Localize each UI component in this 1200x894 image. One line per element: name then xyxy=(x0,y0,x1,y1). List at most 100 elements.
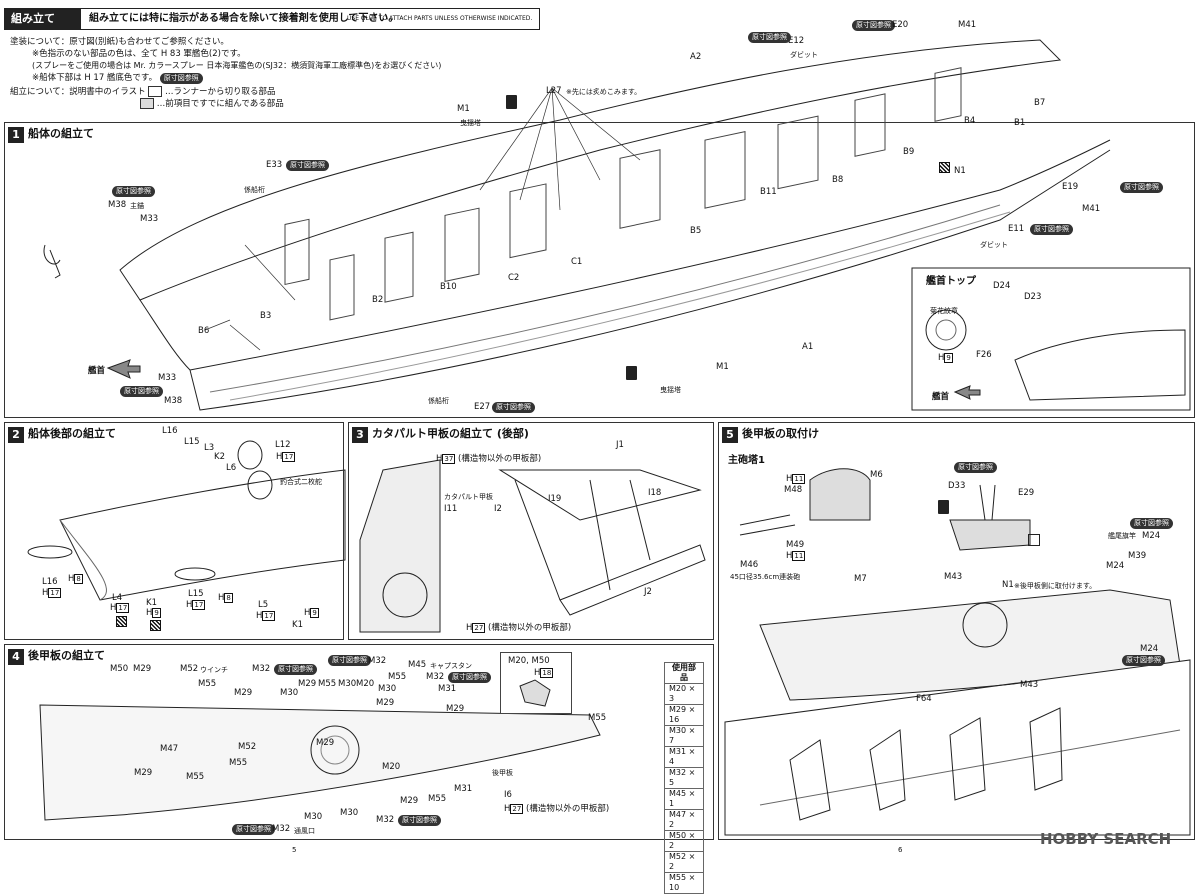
assembly-header-bar: 組み立て 組み立てには特に指示がある場合を除いて接着剤を使用して下さい。 USE… xyxy=(4,8,540,30)
label-k1-right: K1 xyxy=(292,620,303,630)
glue-instruction: 組み立てには特に指示がある場合を除いて接着剤を使用して下さい。 xyxy=(89,13,399,24)
hull-deck-outline xyxy=(119,39,1062,301)
legend-prebuilt: …前項目ですでに組んである部品 xyxy=(156,99,284,109)
hull-side-line xyxy=(189,139,1111,371)
label-l12: L12 xyxy=(275,440,291,450)
label-m55-e: M55 xyxy=(186,772,205,782)
watermark: HOBBY SEARCH xyxy=(1040,830,1172,848)
step-4-panel xyxy=(4,644,714,840)
label-m6: M6 xyxy=(870,470,883,480)
label-main-turret-1: 主砲塔1 xyxy=(728,455,765,466)
label-m29-c: M29 xyxy=(298,679,317,689)
label-l15-bottom: L15 xyxy=(188,589,204,599)
label-m55-b: M55 xyxy=(318,679,337,689)
label-m30-c: M30 xyxy=(378,684,397,694)
label-d33: D33 xyxy=(948,481,966,491)
parts-row: M32 × 5 xyxy=(664,767,704,789)
ref-m32-c: 原寸図参照 xyxy=(448,672,491,683)
label-m20-b: M20 xyxy=(382,762,401,772)
glue-icon-m1 xyxy=(506,95,517,109)
aft-deck-plan xyxy=(39,704,601,821)
label-vent: 通風口 xyxy=(294,827,315,835)
paint-line-4: ※船体下部は H 17 艦底色です。 xyxy=(32,73,158,83)
label-e20: E20 xyxy=(892,20,909,30)
label-b9: B9 xyxy=(903,147,915,157)
label-gun-note: 45口径35.6cm連装砲 xyxy=(730,573,801,581)
label-m1-bottom: M1 xyxy=(716,362,729,372)
label-m38-top: M38 xyxy=(108,200,127,210)
shaft-l16 xyxy=(27,545,73,559)
label-m50: M50 xyxy=(110,664,129,674)
label-l27-note: ※先には炙めこみます。 xyxy=(566,88,642,96)
label-m32-a: M32 xyxy=(252,664,271,674)
label-aft-deck: 後甲板 xyxy=(492,769,513,777)
label-winch: ウインチ xyxy=(200,666,228,674)
frame-b11 xyxy=(704,131,746,209)
label-k2: K2 xyxy=(214,452,225,462)
bow-arrow xyxy=(106,359,141,379)
label-n1: N1 xyxy=(954,166,966,176)
label-tow-top: 曳揺塔 xyxy=(460,119,481,127)
paint-line-3: (スプレーをご使用の場合は Mr. カラースプレー 日本海軍艦色の(SJ32：横… xyxy=(32,61,442,70)
label-m33-top: M33 xyxy=(140,214,159,224)
paint-ref-badge: 原寸図参照 xyxy=(159,73,203,84)
label-m31-a: M31 xyxy=(438,684,457,694)
label-e33: E33 xyxy=(266,160,283,170)
parts-row: M20 × 3 xyxy=(664,683,704,705)
label-m24-mid: M24 xyxy=(1106,561,1125,571)
ref-e11: 原寸図参照 xyxy=(1030,224,1073,235)
step-3-panel xyxy=(348,422,714,640)
frame-b9 xyxy=(854,93,886,157)
label-b1: B1 xyxy=(1014,118,1026,128)
label-d24: D24 xyxy=(993,281,1011,291)
ref-m38-bottom: 原寸図参照 xyxy=(120,386,163,397)
legend-runner: …ランナーから切り取る部品 xyxy=(164,87,276,97)
ref-m38: 原寸図参照 xyxy=(112,186,155,197)
label-i18: I18 xyxy=(648,488,662,498)
label-m41-right: M41 xyxy=(1082,204,1101,214)
label-m29-f: M29 xyxy=(316,738,335,748)
parts-row: M55 × 10 xyxy=(664,872,704,894)
label-l16-top: L16 xyxy=(162,426,178,436)
label-m29-a: M29 xyxy=(133,664,152,674)
ref-e29: 原寸図参照 xyxy=(954,462,997,473)
parts-row: M50 × 2 xyxy=(664,830,704,852)
label-b10: B10 xyxy=(440,282,457,292)
label-b11: B11 xyxy=(760,187,777,197)
page-number-left: 5 xyxy=(292,846,297,854)
label-m30-d: M30 xyxy=(304,812,323,822)
label-m55-f: M55 xyxy=(428,794,447,804)
label-bow-left: 艦首 xyxy=(88,366,106,376)
label-m29-e: M29 xyxy=(446,704,465,714)
label-m46: M46 xyxy=(740,560,759,570)
parts-row: M47 × 2 xyxy=(664,809,704,831)
label-m43-top: M43 xyxy=(944,572,963,582)
shaft-l15 xyxy=(174,567,216,581)
label-m52-a: M52 xyxy=(180,664,199,674)
catapult-rail-j2 xyxy=(559,544,706,616)
paint-line-2: ※色指示のない部品の色は、全て H 83 軍艦色(2)です。 xyxy=(32,49,246,59)
rudder-k2 xyxy=(247,470,273,500)
label-m33-bottom: M33 xyxy=(158,373,177,383)
label-b5: B5 xyxy=(690,226,702,236)
inset-title: 艦首トップ xyxy=(926,276,976,287)
label-m43-bottom: M43 xyxy=(1020,680,1039,690)
label-e29: E29 xyxy=(1018,488,1035,498)
label-m55-a: M55 xyxy=(198,679,217,689)
label-m29-b: M29 xyxy=(234,688,253,698)
ref-m32-a: 原寸図参照 xyxy=(274,664,317,675)
label-e11: E11 xyxy=(1008,224,1025,234)
ref-m32-b: 原寸図参照 xyxy=(328,655,371,666)
flip-icon xyxy=(1028,534,1040,546)
label-b8: B8 xyxy=(832,175,844,185)
ref-e12: 原寸図参照 xyxy=(748,32,791,43)
frame-c2 xyxy=(444,207,480,283)
